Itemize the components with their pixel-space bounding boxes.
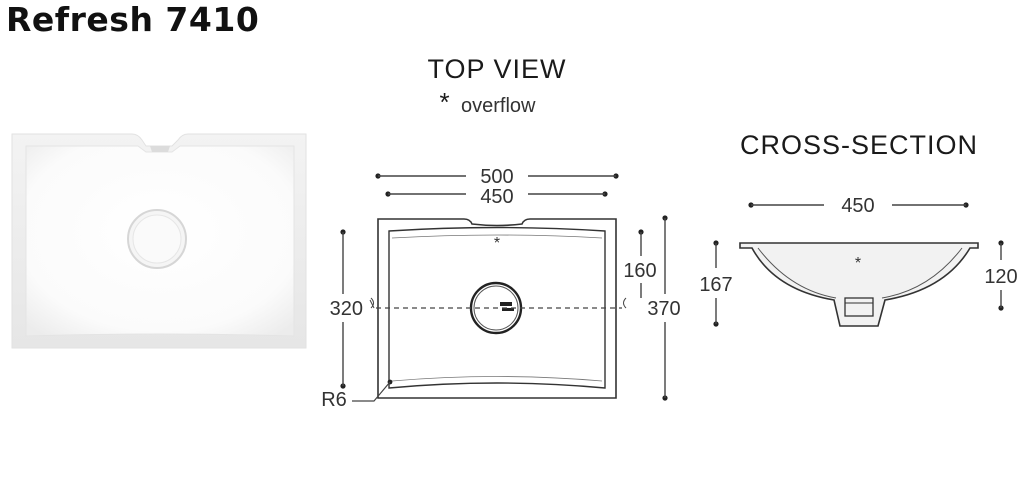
dim-drain-offset: 160 xyxy=(623,260,656,282)
dim-outer-depth: 370 xyxy=(647,298,680,320)
cs-dim-width: 450 xyxy=(841,195,874,217)
cs-dim-height-outer: 167 xyxy=(699,274,732,296)
top-view-outline xyxy=(377,218,617,399)
top-view: TOP VIEW * overflow 500 450 * xyxy=(321,54,680,411)
dim-inner-depth: 320 xyxy=(330,298,363,320)
dim-outer-width: 500 xyxy=(480,166,513,188)
basin-render xyxy=(11,133,307,349)
cs-overflow-mark: * xyxy=(855,255,861,272)
dim-inner-width: 450 xyxy=(480,186,513,208)
top-view-bowl xyxy=(388,226,606,389)
top-view-heading: TOP VIEW xyxy=(427,54,566,84)
overflow-note-symbol: * xyxy=(439,87,450,117)
radius-label: R6 xyxy=(321,389,347,411)
product-title: Refresh 7410 xyxy=(6,0,260,39)
cross-section: CROSS-SECTION 450 * 167 120 xyxy=(699,130,1018,327)
cross-section-profile xyxy=(739,242,979,327)
cs-dim-height-inner: 120 xyxy=(984,266,1017,288)
drain-logo-icon xyxy=(500,302,512,306)
cs-drain xyxy=(844,297,874,317)
overflow-note-text: overflow xyxy=(461,95,536,117)
cross-section-heading: CROSS-SECTION xyxy=(740,130,978,160)
overflow-slot xyxy=(150,146,170,152)
top-view-overflow-mark: * xyxy=(494,235,500,252)
